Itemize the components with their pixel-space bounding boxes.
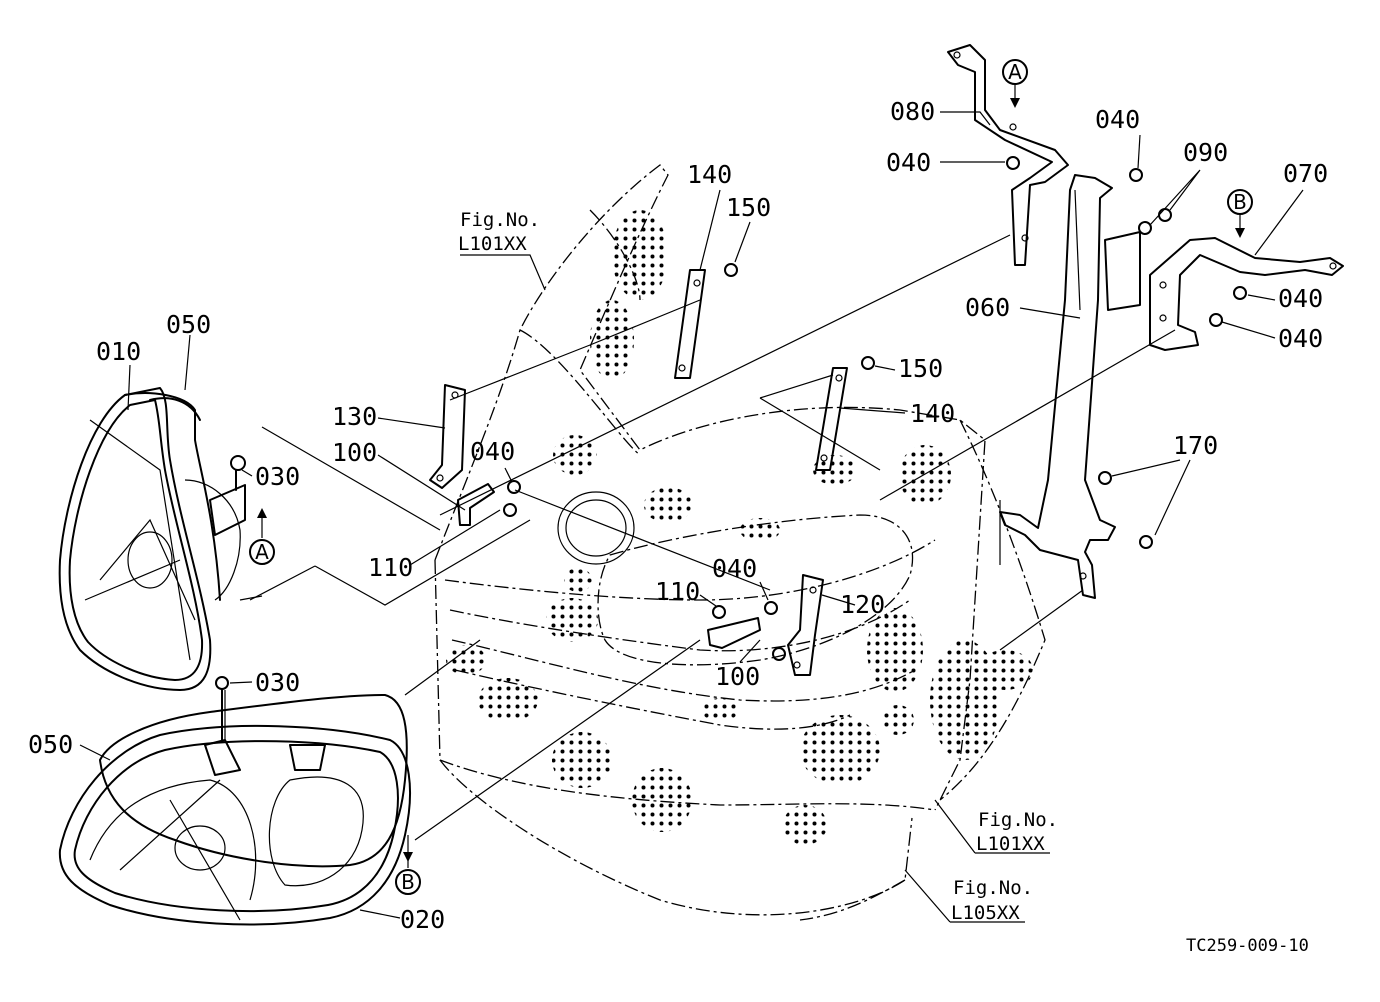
perforation-patches <box>446 210 1033 845</box>
label-090: 090 <box>1183 138 1228 167</box>
label-060: 060 <box>965 293 1010 322</box>
callout-a-left: A <box>249 508 275 565</box>
label-110-right: 110 <box>655 577 700 606</box>
svg-text:Fig.No.: Fig.No. <box>953 877 1033 899</box>
label-040-right-upper: 040 <box>1278 284 1323 313</box>
label-080: 080 <box>890 97 935 126</box>
headlight-upper-assembly <box>58 387 263 691</box>
label-150-mid: 150 <box>898 354 943 383</box>
svg-text:B: B <box>401 870 415 894</box>
label-140-top: 140 <box>687 160 732 189</box>
callout-b-right: B <box>1227 189 1253 238</box>
svg-text:Fig.No.: Fig.No. <box>460 209 540 231</box>
svg-text:L105XX: L105XX <box>951 902 1020 924</box>
label-040-mid: 040 <box>470 437 515 466</box>
label-030-upper: 030 <box>255 462 300 491</box>
label-050-lower: 050 <box>28 730 73 759</box>
label-020: 020 <box>400 905 445 934</box>
fasteners <box>503 156 1247 661</box>
svg-text:A: A <box>1008 60 1022 84</box>
label-100-right: 100 <box>715 662 760 691</box>
callout-b-bottom: B <box>395 835 421 895</box>
svg-text:Fig.No.: Fig.No. <box>978 809 1058 831</box>
label-170: 170 <box>1173 431 1218 460</box>
svg-text:B: B <box>1233 190 1247 214</box>
bracket-070 <box>1149 237 1344 351</box>
svg-text:A: A <box>255 540 269 564</box>
assembly-lines <box>224 234 1176 841</box>
label-040-top: 040 <box>1095 105 1140 134</box>
svg-text:L101XX: L101XX <box>458 233 527 255</box>
part-labels: 010 050 030 030 050 020 130 100 040 110 … <box>28 97 1328 934</box>
bracket-130 <box>429 384 466 489</box>
bracket-100-left <box>457 483 495 526</box>
headlight-lower-assembly <box>58 676 411 926</box>
label-050-upper: 050 <box>166 310 211 339</box>
label-040-center: 040 <box>712 554 757 583</box>
label-130: 130 <box>332 402 377 431</box>
label-leaders <box>79 111 1304 923</box>
bracket-120 <box>787 574 824 676</box>
label-070: 070 <box>1283 159 1328 188</box>
ref-bottom-right-2: Fig.No. L105XX <box>951 877 1033 924</box>
bracket-060 <box>999 174 1141 599</box>
label-030-lower: 030 <box>255 668 300 697</box>
label-150-top: 150 <box>726 193 771 222</box>
label-120: 120 <box>840 590 885 619</box>
label-140-mid: 140 <box>910 399 955 428</box>
bracket-100-right <box>707 617 761 649</box>
label-040-left-top: 040 <box>886 148 931 177</box>
stay-140-upper <box>674 269 706 379</box>
front-grille-panel <box>434 164 1046 921</box>
label-010: 010 <box>96 337 141 366</box>
label-040-right-lower: 040 <box>1278 324 1323 353</box>
svg-text:L101XX: L101XX <box>976 833 1045 855</box>
ref-top-left: Fig.No. L101XX <box>458 209 540 255</box>
drawing-code: TC259-009-10 <box>1186 936 1309 956</box>
bracket-080 <box>947 44 1069 266</box>
ref-bottom-right-1: Fig.No. L101XX <box>976 809 1058 855</box>
stay-140-mid <box>815 367 848 471</box>
label-110-left: 110 <box>368 553 413 582</box>
callout-a-top: A <box>1002 59 1028 108</box>
label-100-left: 100 <box>332 438 377 467</box>
